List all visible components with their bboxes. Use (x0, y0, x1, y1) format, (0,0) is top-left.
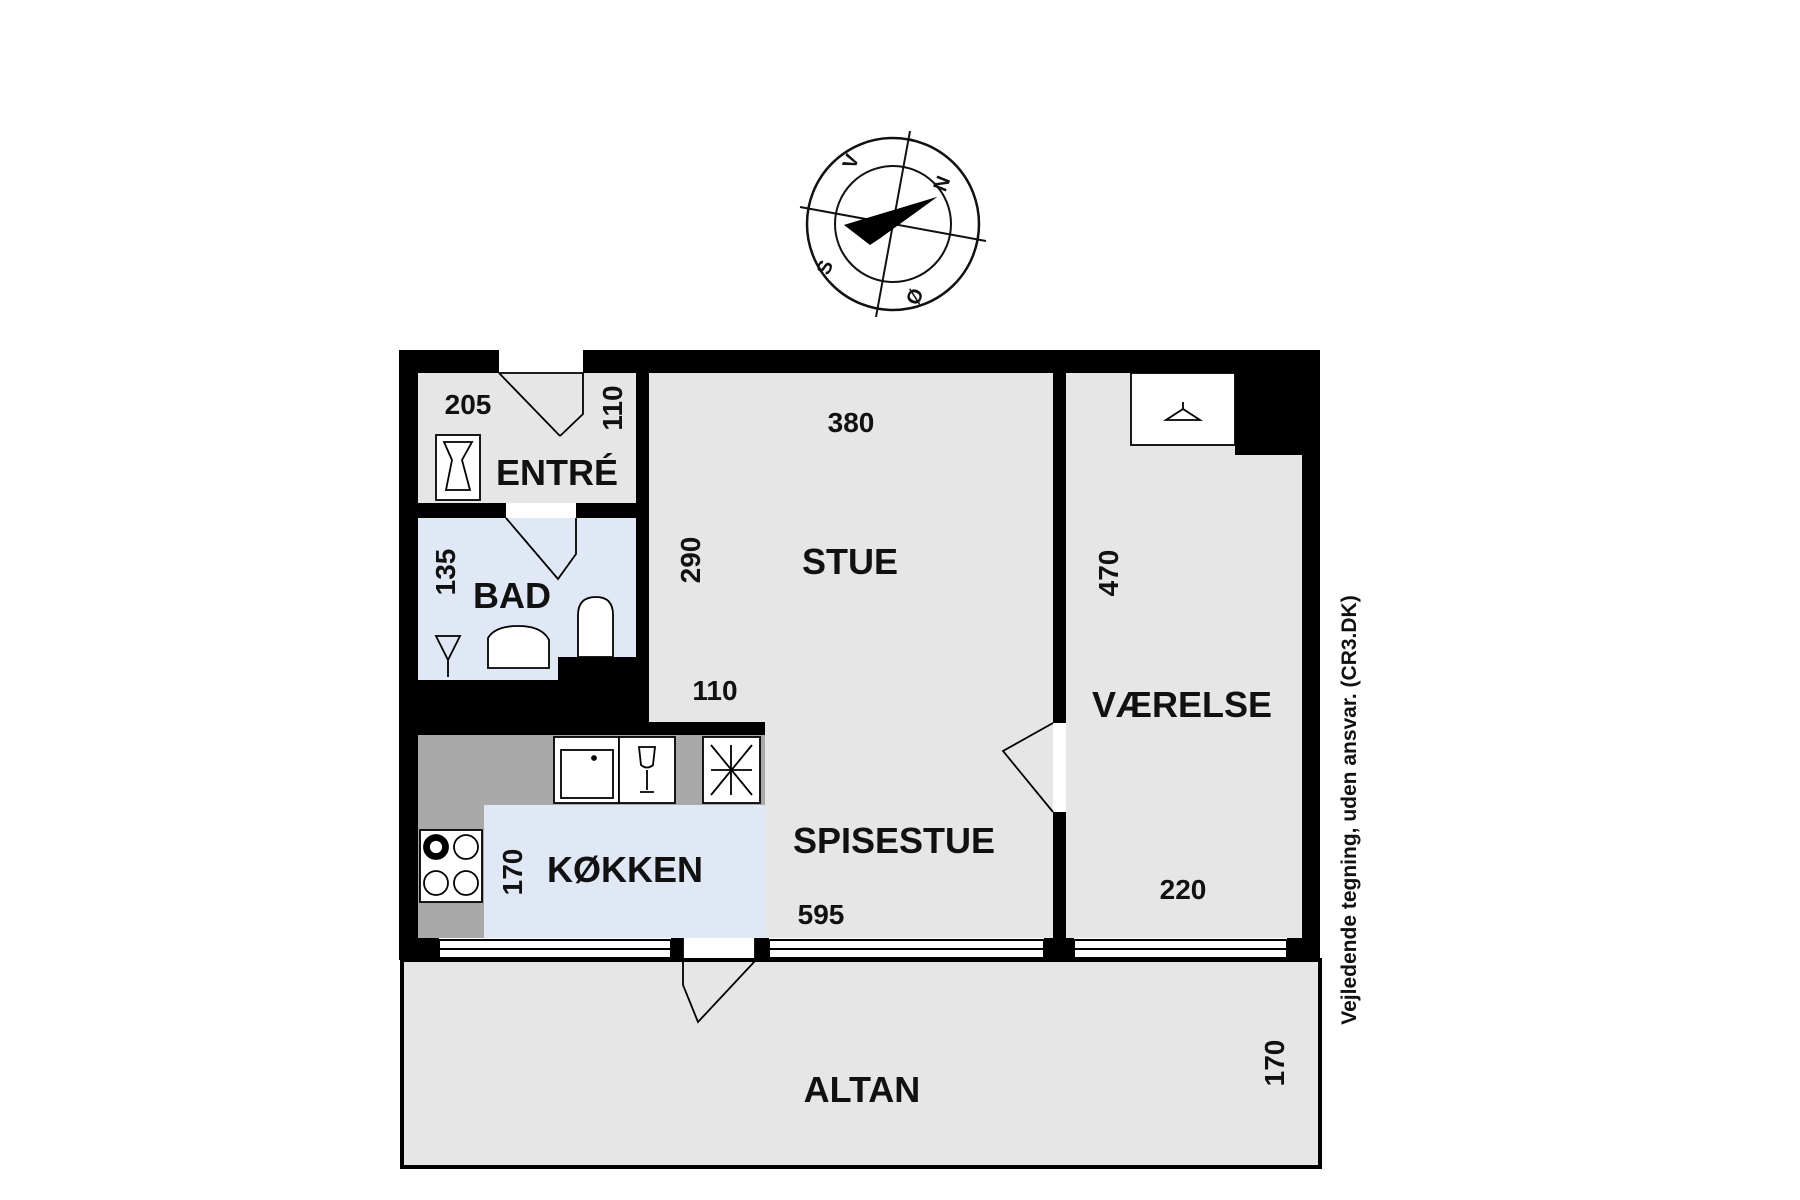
koekken-floor (484, 805, 765, 938)
walls (399, 350, 1320, 960)
dim-passage-width: 110 (692, 675, 737, 706)
dim-entre-width: 205 (445, 389, 492, 420)
kitchen-sink-basin (560, 749, 614, 799)
door-vaerelse (1001, 722, 1054, 813)
doors (498, 372, 1054, 1024)
wall-left (399, 350, 418, 960)
wall-right (1302, 350, 1320, 960)
door-entrance (498, 372, 583, 437)
wall-bottom-1 (399, 938, 439, 960)
burner-4 (453, 870, 479, 896)
wall-stue-vaerelse-bottom (1053, 812, 1066, 938)
label-vaerelse: VÆRELSE (1092, 684, 1272, 725)
dim-vaerelse-width: 220 (1160, 874, 1207, 905)
compass-north: N (930, 173, 956, 195)
wall-entre-stue (636, 373, 649, 680)
toilet-icon (577, 596, 614, 658)
wall-bottom-5 (1287, 938, 1320, 960)
wall-bottom-2 (671, 938, 683, 960)
disclaimer-note: Vejledende tegning, uden ansvar. (CR3.DK… (1338, 595, 1361, 1024)
burner-3 (423, 870, 449, 896)
label-bad: BAD (473, 575, 551, 616)
dimension-labels: 205 110 135 380 290 110 170 595 470 220 … (430, 385, 1290, 1086)
door-altan (682, 938, 756, 1024)
dim-stue-depth: 290 (675, 537, 706, 584)
compass: N V S Ø (799, 130, 987, 318)
windows (438, 939, 1288, 959)
wall-stue-vaerelse-top (1053, 373, 1066, 723)
label-spisestue: SPISESTUE (793, 820, 995, 861)
wall-bottom-3 (755, 938, 769, 960)
dim-vaerelse-depth: 470 (1093, 550, 1124, 597)
dim-altan-depth: 170 (1259, 1040, 1290, 1087)
wall-entre-bad-left (418, 503, 506, 518)
dim-koekken-depth: 170 (497, 849, 528, 896)
fixtures (419, 372, 1236, 903)
wall-top-left (399, 350, 499, 373)
floors (400, 373, 1322, 1169)
pillar (1235, 373, 1302, 455)
compass-east: Ø (902, 285, 928, 308)
wall-top-right (583, 350, 1320, 373)
wall-koekken-top (649, 722, 765, 735)
wall-bottom-4 (1044, 938, 1074, 960)
vaerelse-floor (1066, 373, 1302, 938)
label-koekken: KØKKEN (547, 849, 703, 890)
label-altan: ALTAN (804, 1069, 921, 1110)
compass-south: S (813, 257, 838, 278)
hanger-icon (1162, 402, 1204, 421)
sink-icon (434, 635, 462, 677)
dim-entre-depth: 110 (597, 385, 628, 430)
room-labels: ENTRÉ BAD STUE SPISESTUE KØKKEN VÆRELSE … (473, 452, 1272, 1110)
altan-floor (400, 958, 1322, 1169)
wall-bad-koekken (418, 680, 649, 735)
bad-step (558, 657, 649, 680)
door-entrance-leaf (559, 373, 584, 437)
shower-icon (487, 625, 550, 669)
dim-bad-depth: 135 (430, 549, 461, 596)
dim-total-width: 595 (798, 899, 845, 930)
burner-2 (453, 834, 479, 860)
dim-stue-width: 380 (828, 407, 875, 438)
freezer-icon (710, 744, 753, 796)
label-stue: STUE (802, 541, 898, 582)
door-bad (505, 517, 577, 581)
label-entre: ENTRÉ (496, 452, 618, 493)
glass-icon (637, 746, 657, 793)
compass-west: V (839, 151, 865, 172)
wall-entre-bad-right (576, 503, 636, 518)
